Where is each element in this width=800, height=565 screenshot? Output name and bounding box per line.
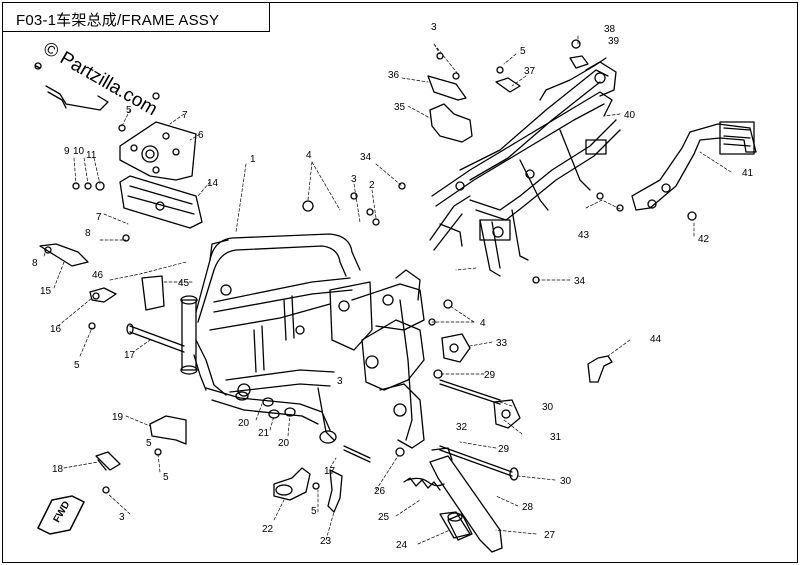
callout-5: 5 <box>311 506 317 517</box>
callout-23: 23 <box>320 536 332 547</box>
callout-10: 10 <box>73 146 85 157</box>
long-bolts <box>126 323 519 481</box>
bracket-44 <box>587 355 613 383</box>
callout-8: 8 <box>32 258 38 269</box>
fwd-arrow-icon: FWD <box>36 495 86 535</box>
bracket-18 <box>95 451 121 471</box>
upper-bracket-plate <box>118 92 197 181</box>
bracket-45 <box>141 275 165 311</box>
callout-43: 43 <box>578 230 590 241</box>
callout-3: 3 <box>431 22 437 33</box>
callout-3: 3 <box>351 174 357 185</box>
callout-39: 39 <box>608 36 620 47</box>
callout-4: 4 <box>306 150 312 161</box>
callout-24: 24 <box>396 540 408 551</box>
callout-30: 30 <box>542 402 554 413</box>
callout-18: 18 <box>52 464 64 475</box>
callout-41: 41 <box>742 168 754 179</box>
callout-19: 19 <box>112 412 124 423</box>
main-frame-part <box>180 233 425 449</box>
callout-17: 17 <box>324 466 336 477</box>
callout-16: 16 <box>50 324 62 335</box>
callout-3: 3 <box>337 376 343 387</box>
callout-15: 15 <box>40 286 52 297</box>
bracket-22 <box>273 467 311 501</box>
callout-21: 21 <box>258 428 270 439</box>
callout-5: 5 <box>146 438 152 449</box>
callout-14: 14 <box>207 178 219 189</box>
callout-31: 31 <box>550 432 562 443</box>
callout-33: 33 <box>496 338 508 349</box>
title-box: F03-1车架总成/FRAME ASSY <box>2 2 270 32</box>
callout-44: 44 <box>650 334 662 345</box>
diagram-title: F03-1车架总成/FRAME ASSY <box>16 12 220 29</box>
callout-45: 45 <box>178 278 190 289</box>
callout-36: 36 <box>388 70 400 81</box>
leader-lines <box>43 35 732 545</box>
callout-6: 6 <box>198 130 204 141</box>
bracket-33 <box>441 333 471 363</box>
bracket-19 <box>149 415 187 445</box>
callout-26: 26 <box>374 486 386 497</box>
callout-22: 22 <box>262 524 274 535</box>
callout-32: 32 <box>456 422 468 433</box>
callout-labels: 1 2 3 3 3 3 4 4 5 5 5 5 5 5 6 7 7 8 8 9 … <box>32 22 754 551</box>
callout-35: 35 <box>394 102 406 113</box>
rear-subframe-part <box>429 57 621 277</box>
callout-34: 34 <box>360 152 372 163</box>
grab-rail-part <box>631 121 757 211</box>
callout-2: 2 <box>369 180 375 191</box>
brackets-rear-top <box>427 39 589 143</box>
callout-42: 42 <box>698 234 710 245</box>
callout-20: 20 <box>238 418 250 429</box>
callout-46: 46 <box>92 270 104 281</box>
bracket-32 <box>493 399 521 429</box>
callout-9: 9 <box>64 146 70 157</box>
callout-30: 30 <box>560 476 572 487</box>
callout-34: 34 <box>574 276 586 287</box>
callout-4: 4 <box>480 318 486 329</box>
side-stand-part <box>403 447 503 553</box>
callout-5: 5 <box>163 472 169 483</box>
callout-29: 29 <box>484 370 496 381</box>
callout-25: 25 <box>378 512 390 523</box>
callout-7: 7 <box>96 212 102 223</box>
callout-8: 8 <box>85 228 91 239</box>
callout-5: 5 <box>74 360 80 371</box>
bracket-14 <box>119 175 203 229</box>
callout-38: 38 <box>604 24 616 35</box>
callout-27: 27 <box>544 530 556 541</box>
callout-5: 5 <box>520 46 526 57</box>
callout-5: 5 <box>126 105 132 116</box>
callout-20: 20 <box>278 438 290 449</box>
callout-37: 37 <box>524 66 536 77</box>
callout-29: 29 <box>498 444 510 455</box>
callout-1: 1 <box>250 154 256 165</box>
top-left-bracket <box>34 62 109 111</box>
bracket-23 <box>327 469 343 513</box>
pin-24 <box>447 512 473 541</box>
callout-28: 28 <box>522 502 534 513</box>
callout-17: 17 <box>124 350 136 361</box>
small-fasteners <box>72 181 697 494</box>
callout-7: 7 <box>182 110 188 121</box>
callout-11: 11 <box>86 150 97 161</box>
callout-40: 40 <box>624 110 636 121</box>
bracket-15 <box>39 243 117 303</box>
callout-3: 3 <box>119 512 125 523</box>
